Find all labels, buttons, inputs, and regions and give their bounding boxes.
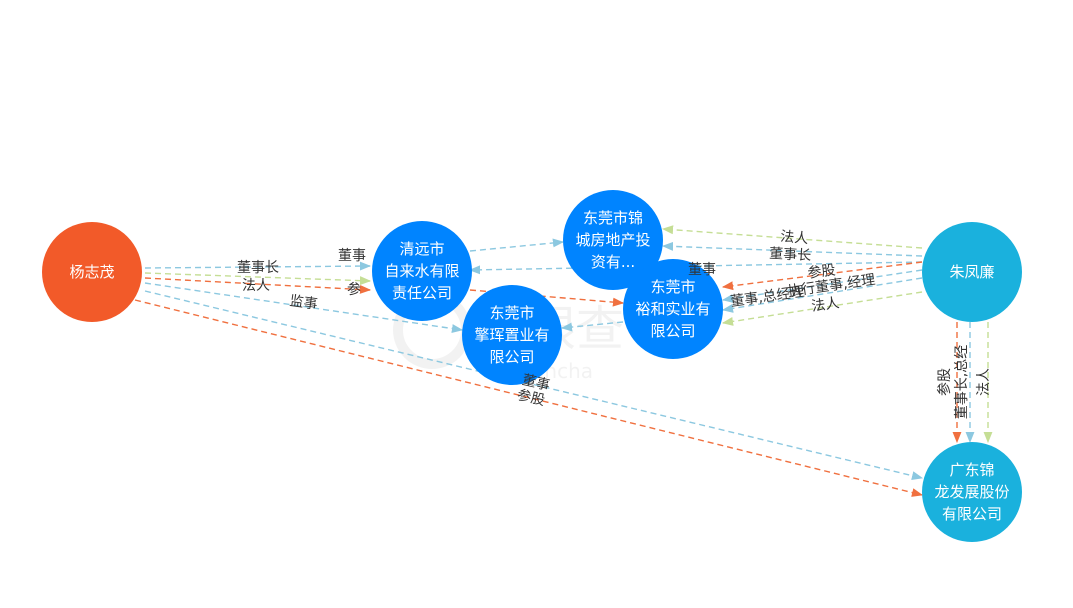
- node-label-line: 责任公司: [392, 284, 452, 302]
- edge-label-zhu-jc-2: 董事长: [769, 246, 812, 264]
- node-label-line: 擎珲置业有: [474, 326, 549, 344]
- node-label-line: 有限公司: [942, 505, 1002, 523]
- node-label-line: 龙发展股份: [934, 483, 1009, 501]
- edge-label-yang-qy-2: 法人: [242, 278, 270, 294]
- edge-zhu-yh-4: [721, 291, 923, 326]
- edge-zhu-jc-1: [661, 225, 923, 249]
- node-circle: [563, 190, 663, 290]
- node-label-line: 清远市: [399, 240, 444, 258]
- node-circle: [922, 222, 1022, 322]
- node-label-line: 东莞市锦: [583, 209, 643, 227]
- node-circle: [372, 221, 472, 321]
- edge-yang-qh: [144, 282, 464, 333]
- edge-label-yang-qh: 监事: [289, 293, 319, 313]
- edge-label-zhu-gd-2: 董事长,总经: [954, 345, 970, 419]
- node-circle: [462, 285, 562, 385]
- edge-zhu-yh-1: [721, 261, 923, 291]
- node-label-line: 限公司: [650, 322, 695, 340]
- edge-label-zhu-qy: 董事: [688, 262, 716, 278]
- node-yang[interactable]: 杨志茂: [42, 222, 142, 322]
- node-circle: [623, 259, 723, 359]
- node-label-line: 东莞市: [489, 304, 534, 322]
- edge-yang-qy-1: [144, 261, 372, 271]
- edge-label-zhu-jc-1: 法人: [780, 229, 809, 247]
- node-label-line: 限公司: [489, 348, 534, 366]
- nodes-layer: 杨志茂朱凤廉清远市自来水有限责任公司东莞市锦城房地产投资有...东莞市裕和实业有…: [42, 190, 1022, 542]
- edge-yang-gd-2: [134, 299, 924, 497]
- node-label-line: 杨志茂: [69, 263, 114, 281]
- edge-qy-jc: [469, 238, 565, 252]
- edge-zhu-jc-2: [661, 241, 923, 257]
- node-label-line: 广东锦: [949, 461, 994, 479]
- edge-zhu-yh-2: [721, 269, 923, 303]
- edge-yang-qy-2: [144, 272, 372, 286]
- node-label-line: 东莞市: [650, 278, 695, 296]
- node-label-line: 自来水有限: [384, 262, 459, 280]
- edge-label-zhu-gd-1: 参股: [936, 368, 953, 396]
- edge-zhu-qy: [468, 261, 923, 275]
- edge-label-qy-jc: 董事: [338, 248, 366, 264]
- edge-label-zhu-gd-3: 法人: [976, 368, 992, 396]
- node-zhu[interactable]: 朱凤廉: [922, 222, 1022, 322]
- node-circle: [42, 222, 142, 322]
- node-jc[interactable]: 东莞市锦城房地产投资有...: [563, 190, 663, 290]
- edge-yang-qy-3: [144, 277, 372, 294]
- edge-yang-gd-1: [144, 290, 924, 480]
- node-label-line: 资有...: [591, 253, 635, 271]
- node-label-line: 城房地产投: [575, 231, 650, 249]
- edge-label-yang-qy-3: 参: [347, 281, 361, 298]
- edge-label-zhu-yh-4: 法人: [810, 295, 840, 315]
- edge-label-yang-gd-2: 参股: [515, 386, 546, 409]
- edge-label-zhu-yh-1: 参股: [807, 261, 837, 281]
- node-circle: [922, 442, 1022, 542]
- node-label-line: 裕和实业有: [635, 300, 710, 318]
- edge-zhu-yh-3: [721, 277, 923, 313]
- edge-yh-qh: [560, 321, 624, 332]
- edge-label-yang-qy-1: 董事长: [237, 260, 279, 276]
- edge-label-yang-gd-1: 董事: [520, 372, 551, 394]
- node-label-line: 朱凤廉: [949, 263, 994, 281]
